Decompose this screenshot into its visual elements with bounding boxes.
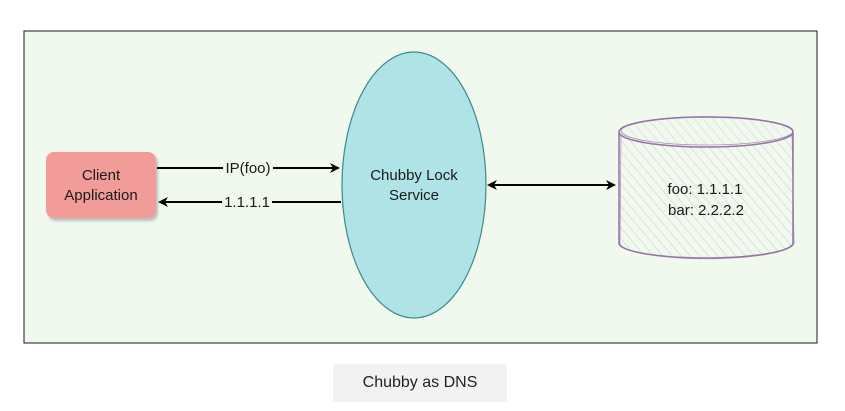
database-record-foo: foo: 1.1.1.1 [667, 181, 742, 198]
database-node: foo: 1.1.1.1 bar: 2.2.2.2 [618, 116, 795, 260]
lock-service-label-line2: Service [389, 187, 439, 204]
request-label: IP(foo) [225, 160, 270, 177]
lock-service-ellipse [341, 51, 487, 319]
database-cylinder-top-sketch [620, 116, 794, 146]
lock-service-label-line1: Chubby Lock [370, 167, 458, 184]
database-record-bar: bar: 2.2.2.2 [668, 202, 744, 219]
figure-caption: Chubby as DNS [333, 364, 507, 402]
lock-service-node: Chubby Lock Service [341, 51, 487, 319]
client-application-box [46, 152, 156, 218]
client-label-line2: Application [64, 187, 137, 204]
client-label-line1: Client [82, 167, 121, 184]
client-application-node: Client Application [46, 152, 156, 218]
response-label: 1.1.1.1 [224, 194, 270, 211]
response-label-bg [222, 193, 272, 210]
database-cylinder-body-sketch [619, 130, 795, 260]
request-label-bg [223, 159, 273, 176]
